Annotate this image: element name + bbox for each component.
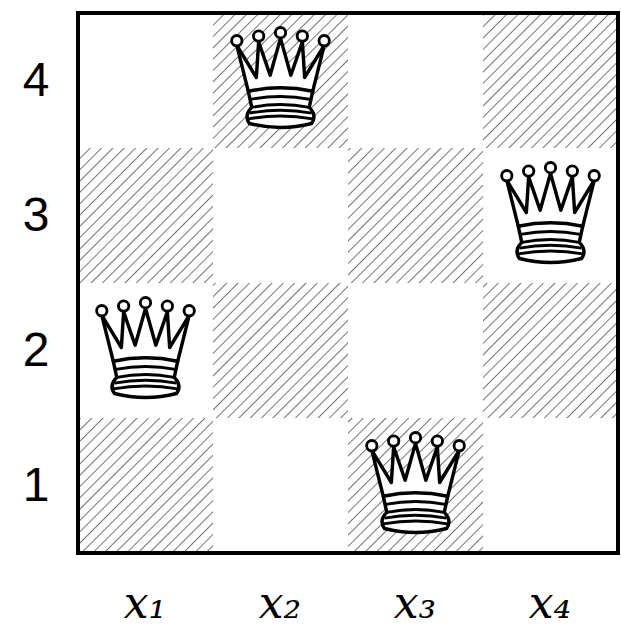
row-number: 2 [23,326,50,374]
row-number: 1 [23,461,50,509]
row-number: 3 [23,191,50,239]
column-variable: x₂ [259,581,301,625]
queen-pieces [97,27,600,532]
board-border [78,13,618,553]
column-variable: x₃ [394,581,436,625]
column-variable: x₁ [124,581,166,625]
row-number: 4 [23,56,50,104]
column-variable: x₄ [529,581,571,625]
hatched-squares [78,13,618,553]
